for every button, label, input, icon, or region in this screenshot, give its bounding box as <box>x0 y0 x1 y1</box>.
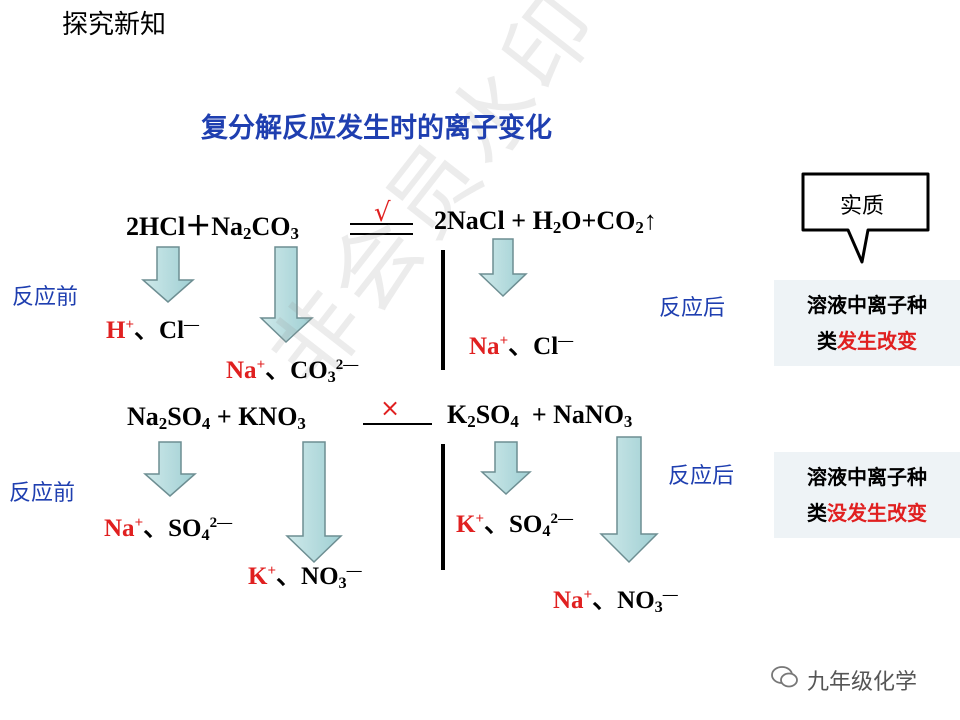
arrow-down-icon <box>478 238 528 298</box>
page-title: 探究新知 <box>62 10 167 40</box>
result-line: 溶液中离子种 <box>807 293 927 317</box>
reactant-text: Na2SO4 + KNO3 <box>127 402 306 434</box>
ions-kno3: K+、NO3— <box>248 561 362 593</box>
ions-hcl: H+、Cl— <box>106 315 200 344</box>
check-mark-icon: √ <box>374 198 391 228</box>
arrow-down-icon <box>480 441 532 496</box>
reaction2-reactants: Na2SO4 + KNO3 <box>127 402 306 434</box>
ions-k2so4: K+、SO42— <box>456 509 574 541</box>
after-label: 反应后 <box>668 464 735 489</box>
divider-line <box>441 250 445 370</box>
result-line: 溶液中离子种 <box>807 465 927 489</box>
arrow-down-icon <box>599 436 659 564</box>
reaction1-reactants: 2HCl＋Na2CO3 <box>126 206 299 244</box>
arrow-down-icon <box>141 246 195 303</box>
callout-label: 实质 <box>840 194 885 219</box>
speech-bubble-icon <box>801 172 930 264</box>
reactant-text: 2HCl＋Na2CO3 <box>126 212 299 244</box>
ions-na2co3: Na+、CO32— <box>226 355 359 387</box>
arrow-down-icon <box>259 246 314 344</box>
result-line: 类没发生改变 <box>807 501 927 525</box>
result-box-changed: 溶液中离子种 类发生改变 <box>774 280 960 366</box>
arrow-down-icon <box>143 441 197 497</box>
arrow-down-icon <box>285 441 343 564</box>
result-box-unchanged: 溶液中离子种 类没发生改变 <box>774 452 960 538</box>
result-line: 类发生改变 <box>817 329 917 353</box>
main-title: 复分解反应发生时的离子变化 <box>201 113 552 144</box>
wechat-icon <box>771 666 798 688</box>
product-text: 2NaCl + H2O+CO2↑ <box>434 206 657 238</box>
product-text: K2SO4 + NaNO3 <box>447 400 633 432</box>
after-label: 反应后 <box>659 296 726 321</box>
ions-na2so4: Na+、SO42— <box>104 513 233 545</box>
cross-mark-icon: × <box>380 394 401 422</box>
ions-nano3: Na+、NO3— <box>553 585 678 617</box>
brand-label: 九年级化学 <box>807 670 918 695</box>
divider-line <box>441 444 445 570</box>
before-label: 反应前 <box>9 481 76 506</box>
reaction2-products: K2SO4 + NaNO3 <box>447 400 632 432</box>
before-label: 反应前 <box>12 285 79 310</box>
ions-nacl: Na+、Cl— <box>469 331 574 360</box>
reaction1-products: 2NaCl + H2O+CO2↑ <box>434 206 657 238</box>
